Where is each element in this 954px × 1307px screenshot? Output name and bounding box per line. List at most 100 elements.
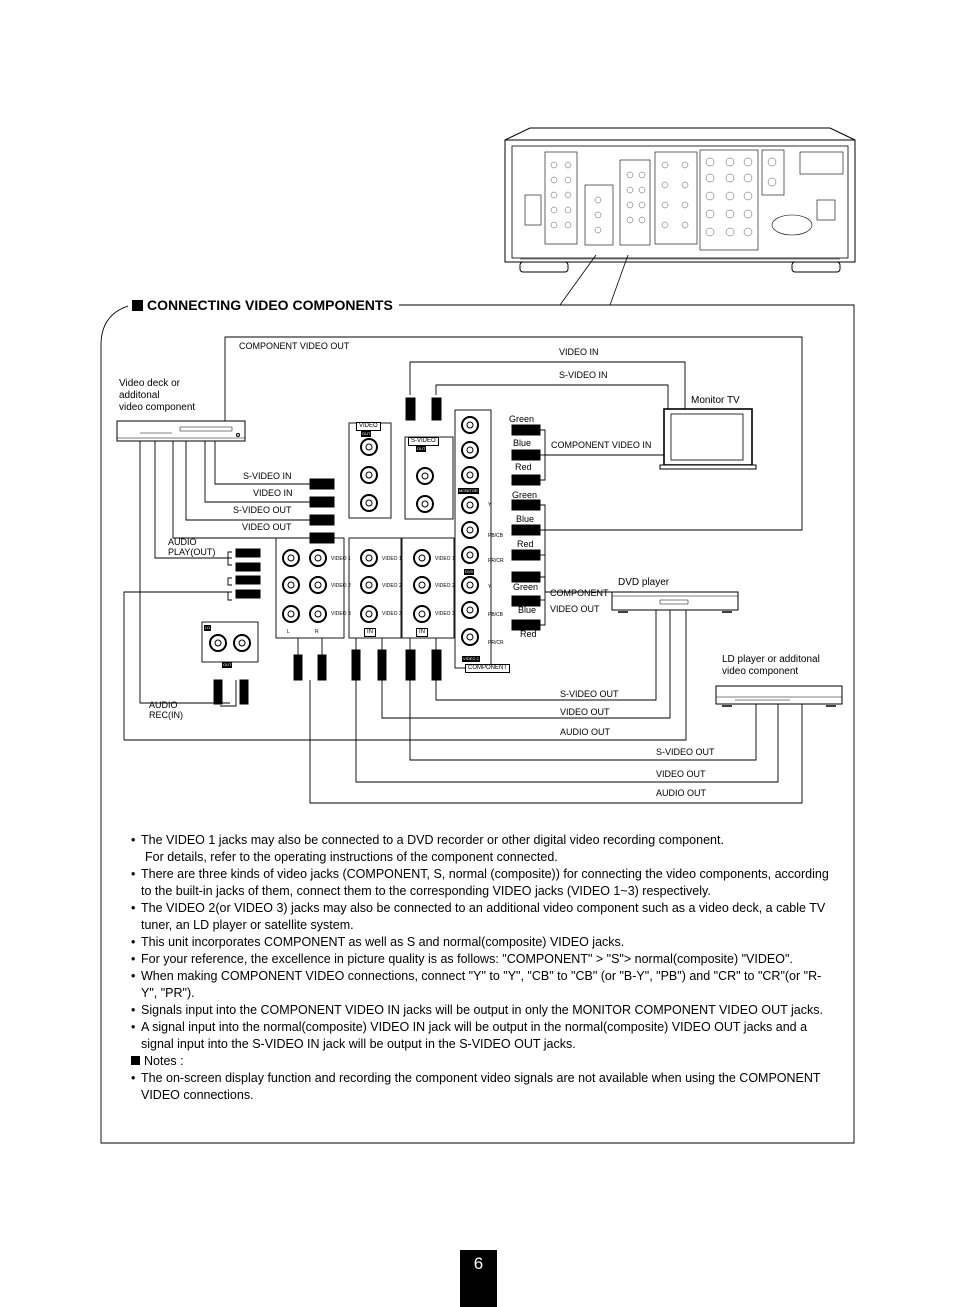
label-green-2: Green bbox=[512, 490, 538, 500]
ld-player-icon bbox=[715, 685, 843, 707]
label-s-video-in-left: S-VIDEO IN bbox=[243, 471, 292, 481]
note-item: •When making COMPONENT VIDEO connections… bbox=[131, 969, 822, 1000]
label-s-video-in: S-VIDEO IN bbox=[559, 370, 608, 380]
note-item: •For your reference, the excellence in p… bbox=[131, 952, 793, 966]
panel-tag-in-2: IN bbox=[416, 628, 428, 637]
notes-header: Notes : bbox=[131, 1053, 831, 1070]
panel-label-video1-c: VIDEO 1 bbox=[435, 556, 455, 562]
rear-panel-closeup bbox=[201, 409, 492, 669]
cable-plugs bbox=[213, 397, 541, 705]
square-bullet-icon bbox=[132, 300, 143, 311]
notes-header-text: Notes : bbox=[144, 1054, 184, 1068]
label-green-3: Green bbox=[513, 582, 539, 592]
label-audio-rec-1: AUDIO bbox=[149, 700, 178, 710]
monitor-tv-icon bbox=[659, 408, 757, 470]
label-audio-rec-2: REC(IN) bbox=[149, 710, 183, 720]
panel-tag-out: OUT bbox=[361, 431, 372, 437]
label-video-out-1: VIDEO OUT bbox=[560, 707, 610, 717]
page-number: 6 bbox=[460, 1250, 497, 1307]
panel-label-video3-c: VIDEO 3 bbox=[435, 611, 455, 617]
panel-tag-component: COMPONENT bbox=[465, 664, 510, 673]
label-component-video-out: COMPONENT VIDEO OUT bbox=[239, 341, 350, 351]
video-deck-label-2: additonal bbox=[119, 390, 160, 401]
panel-tag-out-3: OUT bbox=[222, 662, 233, 668]
video-deck-label-3: video component bbox=[119, 402, 196, 413]
note-item: •A signal input into the normal(composit… bbox=[131, 1020, 808, 1051]
panel-label-video3-b: VIDEO 3 bbox=[382, 611, 402, 617]
label-video-out-2: VIDEO OUT bbox=[656, 769, 706, 779]
panel-tag-monitor: MONITOR bbox=[458, 488, 479, 494]
video-deck-icon bbox=[116, 420, 246, 442]
label-component-video-in: COMPONENT VIDEO IN bbox=[551, 440, 652, 450]
note-item-continuation: For details, refer to the operating inst… bbox=[145, 850, 558, 864]
panel-label-pb-1: PB/CB bbox=[488, 533, 504, 539]
panel-jacks bbox=[209, 416, 479, 652]
dvd-player-label: DVD player bbox=[618, 577, 670, 588]
note-item: •The on-screen display function and reco… bbox=[131, 1071, 821, 1102]
note-item: •There are three kinds of video jacks (C… bbox=[131, 867, 829, 898]
note-text: When making COMPONENT VIDEO connections,… bbox=[141, 969, 822, 1000]
panel-label-video2-c: VIDEO 2 bbox=[435, 583, 455, 589]
panel-label-pr-2: PR/CR bbox=[488, 640, 504, 646]
video-deck-label: Video deck or additonal video component bbox=[119, 378, 195, 414]
video-deck-label-1: Video deck or bbox=[119, 378, 180, 389]
section-title-text: CONNECTING VIDEO COMPONENTS bbox=[147, 297, 393, 313]
label-audio-play-2: PLAY(OUT) bbox=[168, 547, 216, 557]
panel-label-pr-1: PR/CR bbox=[488, 558, 504, 564]
panel-label-r: R bbox=[315, 629, 319, 635]
note-text: This unit incorporates COMPONENT as well… bbox=[141, 935, 625, 949]
panel-label-video2-a: VIDEO 2 bbox=[331, 583, 351, 589]
dvd-player-icon bbox=[611, 591, 739, 613]
panel-label-pb-2: PB/CB bbox=[488, 612, 504, 618]
panel-tag-ld: LD bbox=[204, 625, 212, 631]
panel-tag-in-1: IN bbox=[364, 628, 376, 637]
panel-tag-dvd: DVD bbox=[464, 569, 475, 575]
label-audio-play-1: AUDIO bbox=[168, 537, 197, 547]
panel-label-y-2: Y bbox=[488, 584, 492, 590]
panel-tag-out-2: OUT bbox=[416, 446, 427, 452]
section-title: CONNECTING VIDEO COMPONENTS bbox=[130, 296, 399, 314]
panel-label-video1-b: VIDEO 1 bbox=[382, 556, 402, 562]
label-green-1: Green bbox=[509, 414, 535, 424]
note-text: The on-screen display function and recor… bbox=[141, 1071, 821, 1102]
label-red-1: Red bbox=[515, 462, 532, 472]
label-video-in: VIDEO IN bbox=[559, 347, 599, 357]
note-item: •This unit incorporates COMPONENT as wel… bbox=[131, 935, 625, 949]
note-text: The VIDEO 1 jacks may also be connected … bbox=[141, 833, 724, 847]
panel-label-video3-a: VIDEO 3 bbox=[331, 611, 351, 617]
note-item: •The VIDEO 2(or VIDEO 3) jacks may also … bbox=[131, 901, 826, 932]
label-blue-1: Blue bbox=[513, 438, 532, 448]
note-text: For your reference, the excellence in pi… bbox=[141, 952, 793, 966]
label-video-in-left: VIDEO IN bbox=[253, 488, 293, 498]
panel-tag-video: VIDEO bbox=[356, 422, 381, 431]
note-text: There are three kinds of video jacks (CO… bbox=[141, 867, 829, 898]
panel-label-video1-a: VIDEO 1 bbox=[331, 556, 351, 562]
panel-label-video2-b: VIDEO 2 bbox=[382, 583, 402, 589]
panel-tag-svideo: S-VIDEO bbox=[408, 437, 439, 446]
label-audio-rec: AUDIO REC(IN) bbox=[149, 700, 183, 720]
label-red-3: Red bbox=[520, 629, 537, 639]
ld-player-label: LD player or additonal video component bbox=[722, 654, 820, 678]
receiver-rear-view bbox=[504, 127, 856, 273]
ld-player-label-1: LD player or additonal bbox=[722, 654, 820, 665]
square-bullet-icon bbox=[131, 1056, 140, 1065]
label-s-video-out-2: S-VIDEO OUT bbox=[656, 747, 715, 757]
label-red-2: Red bbox=[517, 539, 534, 549]
note-item: •The VIDEO 1 jacks may also be connected… bbox=[131, 833, 724, 847]
label-s-video-out-left: S-VIDEO OUT bbox=[233, 505, 292, 515]
label-audio-out-1: AUDIO OUT bbox=[560, 727, 611, 737]
note-item: •Signals input into the COMPONENT VIDEO … bbox=[131, 1003, 823, 1017]
connection-wires bbox=[123, 336, 803, 804]
panel-label-y-1: Y bbox=[488, 502, 492, 508]
label-video-out-dvd: VIDEO OUT bbox=[550, 604, 600, 614]
label-blue-2: Blue bbox=[516, 514, 535, 524]
note-text: Signals input into the COMPONENT VIDEO I… bbox=[141, 1003, 823, 1017]
monitor-tv-label: Monitor TV bbox=[691, 395, 740, 406]
panel-tag-video2: VIDEO 2 bbox=[462, 656, 480, 662]
ld-player-label-2: video component bbox=[722, 666, 799, 677]
label-audio-out-2: AUDIO OUT bbox=[656, 788, 707, 798]
note-text: The VIDEO 2(or VIDEO 3) jacks may also b… bbox=[141, 901, 826, 932]
notes-section: •The VIDEO 1 jacks may also be connected… bbox=[131, 832, 831, 1104]
note-text: A signal input into the normal(composite… bbox=[141, 1020, 808, 1051]
